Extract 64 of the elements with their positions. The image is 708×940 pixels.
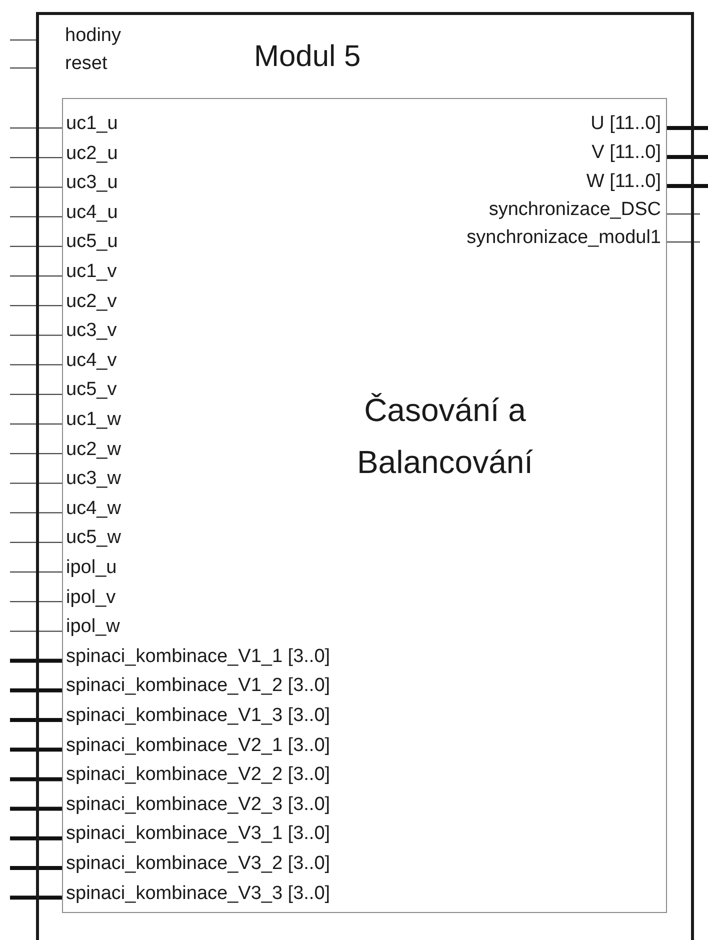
pin-label: reset	[65, 53, 108, 75]
pin-label: uc1_w	[66, 409, 121, 431]
pin-label: uc5_u	[66, 231, 118, 254]
pin-label: synchronizace_modul1	[466, 227, 661, 249]
pin-label: ipol_v	[66, 586, 116, 609]
signal-line	[10, 364, 62, 366]
pin-label: spinaci_kombinace_V3_2 [3..0]	[66, 853, 330, 875]
pin-label: spinaci_kombinace_V1_2 [3..0]	[66, 675, 330, 698]
pin-label: spinaci_kombinace_V3_3 [3..0]	[66, 882, 330, 905]
pin-label: uc5_v	[66, 379, 117, 402]
pin-label: uc3_u	[66, 172, 118, 194]
module-box	[36, 12, 694, 940]
bus-line	[10, 658, 62, 663]
signal-line	[10, 542, 62, 543]
signal-line	[10, 305, 62, 306]
pin-label: spinaci_kombinace_V1_3 [3..0]	[66, 705, 330, 727]
bus-line	[667, 184, 708, 188]
signal-line	[10, 453, 62, 454]
signal-line	[10, 394, 62, 395]
pin-label: synchronizace_DSC	[488, 199, 661, 221]
pin-label: W [11..0]	[586, 171, 661, 193]
signal-line	[10, 512, 62, 514]
pin-label: uc1_u	[66, 113, 118, 135]
signal-line	[10, 186, 62, 188]
pin-label: spinaci_kombinace_V2_2 [3..0]	[66, 764, 330, 786]
signal-line	[10, 216, 62, 218]
pin-label: uc4_v	[66, 350, 117, 372]
pin-label: ipol_u	[66, 557, 117, 579]
bus-line	[10, 836, 62, 840]
pin-label: hodiny	[65, 25, 121, 47]
pin-label: spinaci_kombinace_V1_1 [3..0]	[66, 646, 330, 668]
bus-line	[667, 155, 708, 159]
pin-label: uc3_v	[66, 320, 117, 342]
pin-label: uc4_w	[66, 498, 121, 520]
bus-line	[10, 688, 62, 692]
block-box	[62, 98, 667, 913]
module-title: Modul 5	[254, 39, 361, 75]
pin-label: uc1_v	[66, 261, 117, 283]
pin-label: uc2_w	[66, 438, 121, 461]
signal-line	[10, 601, 62, 602]
pin-label: uc3_w	[66, 468, 121, 490]
pin-label: ipol_w	[66, 616, 120, 638]
pin-label: U [11..0]	[590, 113, 661, 135]
pin-label: spinaci_kombinace_V2_3 [3..0]	[66, 794, 330, 816]
pin-label: spinaci_kombinace_V3_1 [3..0]	[66, 823, 330, 846]
bus-line	[10, 806, 62, 811]
block-title: Časování a Balancování	[356, 391, 534, 482]
bus-line	[10, 777, 62, 782]
bus-line	[10, 718, 62, 722]
signal-line	[10, 246, 62, 247]
bus-line	[10, 896, 62, 900]
bus-line	[10, 866, 62, 870]
pin-label: uc4_u	[66, 202, 118, 224]
signal-line	[10, 482, 62, 484]
pin-label: V [11..0]	[592, 142, 661, 164]
bus-line	[667, 126, 708, 130]
signal-line	[10, 157, 62, 158]
pin-label: uc5_w	[66, 527, 121, 550]
pin-label: uc2_u	[66, 142, 118, 165]
bus-line	[10, 748, 62, 752]
signal-line	[10, 334, 62, 336]
signal-line	[10, 630, 62, 632]
pin-label: spinaci_kombinace_V2_1 [3..0]	[66, 734, 330, 757]
pin-label: uc2_v	[66, 290, 117, 313]
